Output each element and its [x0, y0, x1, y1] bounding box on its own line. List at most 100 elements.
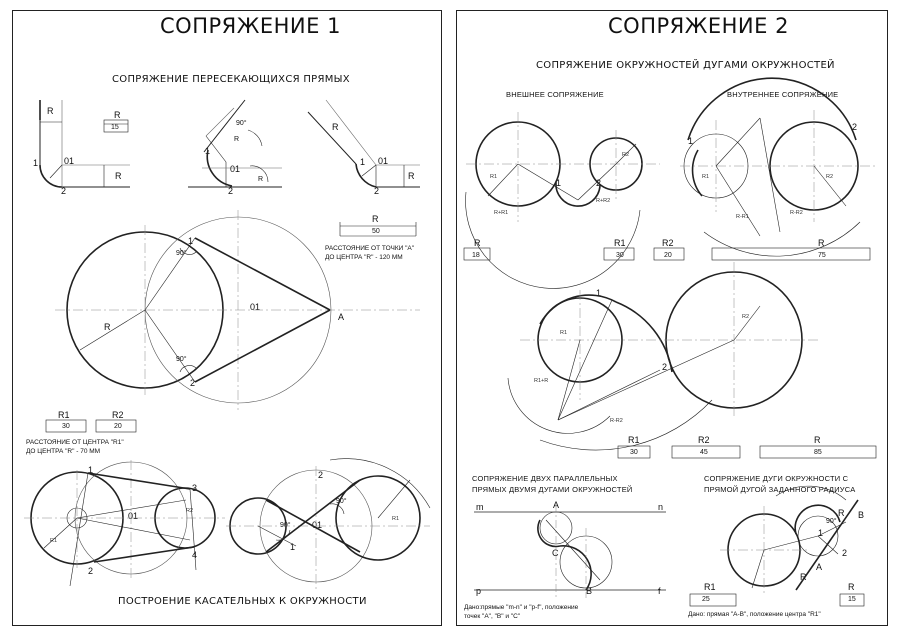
- mark-r1-cross: R1: [392, 516, 400, 522]
- parallel-note-1: Дано:прямые "m-n" и "p-f", положение: [464, 604, 579, 611]
- r-dim-int-r-label: R: [818, 238, 825, 248]
- r-mark-2-mix: 2: [662, 362, 668, 372]
- r-mark-c-par: C: [552, 548, 559, 558]
- mark-1-corner1: 1: [33, 158, 39, 168]
- left-section-bottom: ПОСТРОЕНИЕ КАСАТЕЛЬНЫХ К ОКРУЖНОСТИ: [118, 596, 367, 607]
- r-dim-ext-r-label: R: [474, 238, 481, 248]
- r-dim-mix-r2-value: 45: [700, 449, 708, 456]
- r-mark-m: m: [476, 502, 484, 512]
- mark-r1-belt: R1: [50, 538, 58, 544]
- r-dim-arc-r1-value: 25: [702, 596, 710, 603]
- mark-r-right3: R: [408, 171, 415, 181]
- r-small-r2-mix: R2: [742, 314, 750, 320]
- big-tangent-construction: [55, 210, 420, 410]
- right-title: СОПРЯЖЕНИЕ 2: [608, 14, 789, 38]
- dim-r-top-label: R: [114, 110, 121, 120]
- mark-2-belt: 2: [88, 566, 94, 576]
- r-small-r1-ext: R1: [490, 174, 498, 180]
- mark-o1-corner3: 01: [378, 156, 389, 166]
- mark-r-big: R: [104, 322, 111, 332]
- mark-2-big: 2: [190, 378, 196, 388]
- mark-01-corner2: 01: [230, 164, 241, 174]
- r-dim-mix-r1-value: 30: [630, 449, 638, 456]
- mark-a-big: A: [338, 312, 345, 322]
- mark-1-big: 1: [188, 236, 194, 246]
- sheet-right: [456, 10, 888, 626]
- dim-boxes-r1r2: [45, 419, 137, 433]
- dim-r-mid-value: 50: [372, 228, 380, 235]
- mark-90-big-top: 90°: [176, 250, 187, 257]
- r-mark-f: f: [658, 586, 661, 596]
- r-mark-90-arc: 90°: [826, 518, 837, 525]
- r-mark-1-int: 1: [688, 136, 694, 146]
- mark-3-belt: 3: [192, 483, 198, 493]
- r-dim-ext-r2-label: R2: [662, 238, 674, 248]
- crossed-belt-construction: [226, 458, 431, 590]
- mark-o1-corner1: 01: [64, 156, 75, 166]
- r-mark-b-arc: B: [858, 510, 865, 520]
- dim-box-r50: [339, 222, 417, 237]
- r-mark-p: p: [476, 586, 482, 596]
- right-internal-heading: ВНУТРЕННЕЕ СОПРЯЖЕНИЕ: [727, 90, 839, 99]
- r-dim-ext-r1-label: R1: [614, 238, 626, 248]
- r-mark-2-arc: 2: [842, 548, 848, 558]
- mark-2-cross: 2: [318, 470, 324, 480]
- dim-r1-label: R1: [58, 410, 70, 420]
- parallel-lines-conjugation: [474, 504, 666, 598]
- r-dim-mix-r-label: R: [814, 435, 821, 445]
- parallel-note-2: точек "A", "B" и "C": [464, 613, 521, 620]
- r-dim-int-r-value: 75: [818, 252, 826, 259]
- mark-2-corner3: 2: [374, 186, 380, 196]
- r-mark-1-mix: 1: [596, 288, 602, 298]
- r-small-rmr1: R-R1: [736, 214, 749, 220]
- mark-2-corner1: 2: [61, 186, 67, 196]
- r-dim-ext-r2-value: 20: [664, 252, 672, 259]
- corner-fillet-2: [188, 99, 282, 188]
- r-dim-mix-r1-label: R1: [628, 435, 640, 445]
- right-section-top: СОПРЯЖЕНИЕ ОКРУЖНОСТЕЙ ДУГАМИ ОКРУЖНОСТЕ…: [536, 60, 835, 71]
- corner-fillet-1: [39, 100, 130, 188]
- r-dim-arc-r-label: R: [848, 582, 855, 592]
- r-mark-b-par: B: [586, 586, 593, 596]
- r-mark-1-arc: 1: [818, 528, 824, 538]
- mark-90-corner2: 90°: [236, 120, 247, 127]
- note-bottom-line1: РАССТОЯНИЕ ОТ ЦЕНТРА "R1": [26, 439, 124, 446]
- mark-90-cross2: 90°: [336, 498, 347, 505]
- mark-o1-cross: 01: [312, 520, 323, 530]
- mark-r-corner2b: R: [258, 176, 264, 183]
- right-external-heading: ВНЕШНЕЕ СОПРЯЖЕНИЕ: [506, 90, 604, 99]
- mark-1-belt: 1: [88, 465, 94, 475]
- r-small-r2-int: R2: [826, 174, 834, 180]
- corner-fillet-3: [307, 99, 420, 188]
- r-small-rr2: R+R2: [596, 198, 611, 204]
- note-mid-line1: РАССТОЯНИЕ ОТ ТОЧКИ "А": [325, 245, 415, 252]
- dim-r2-label: R2: [112, 410, 124, 420]
- r-mark-a-arc: A: [816, 562, 823, 572]
- mark-r-corner2a: R: [234, 136, 240, 143]
- arc-line-heading-1: СОПРЯЖЕНИЕ ДУГИ ОКРУЖНОСТИ С: [704, 474, 849, 483]
- mixed-conjugation: [507, 262, 877, 459]
- mark-r-corner1: R: [47, 106, 54, 116]
- internal-conjugation: [680, 77, 876, 261]
- parallel-heading-2: ПРЯМЫХ ДВУМЯ ДУГАМИ ОКРУЖНОСТЕЙ: [472, 485, 633, 494]
- r-dim-arc-r1-label: R1: [704, 582, 716, 592]
- external-conjugation: [463, 112, 685, 289]
- belt-tangent-construction: [24, 460, 225, 587]
- r-mark-2-int: 2: [852, 122, 858, 132]
- arc-line-heading-2: ПРЯМОЙ ДУГОЙ ЗАДАННОГО РАДИУСА: [704, 485, 856, 494]
- r-small-r2-ext: R2: [622, 152, 630, 158]
- r-mark-n: n: [658, 502, 664, 512]
- dim-r-mid-label: R: [372, 214, 379, 224]
- left-section-top: СОПРЯЖЕНИЕ ПЕРЕСЕКАЮЩИХСЯ ПРЯМЫХ: [112, 74, 350, 85]
- mark-o1-big: 01: [250, 302, 261, 312]
- r-mark-1-ext: 1: [556, 178, 562, 188]
- arc-line-conjugation: [689, 485, 865, 607]
- r-dim-ext-r1-value: 30: [616, 252, 624, 259]
- left-title: СОПРЯЖЕНИЕ 1: [160, 14, 341, 38]
- mark-1-cross: 1: [290, 542, 296, 552]
- mark-r-corner3: R: [332, 122, 339, 132]
- mark-90-big-bot: 90°: [176, 356, 187, 363]
- r-dim-arc-r-value: 15: [848, 596, 856, 603]
- r-small-r1-mix: R1: [560, 330, 568, 336]
